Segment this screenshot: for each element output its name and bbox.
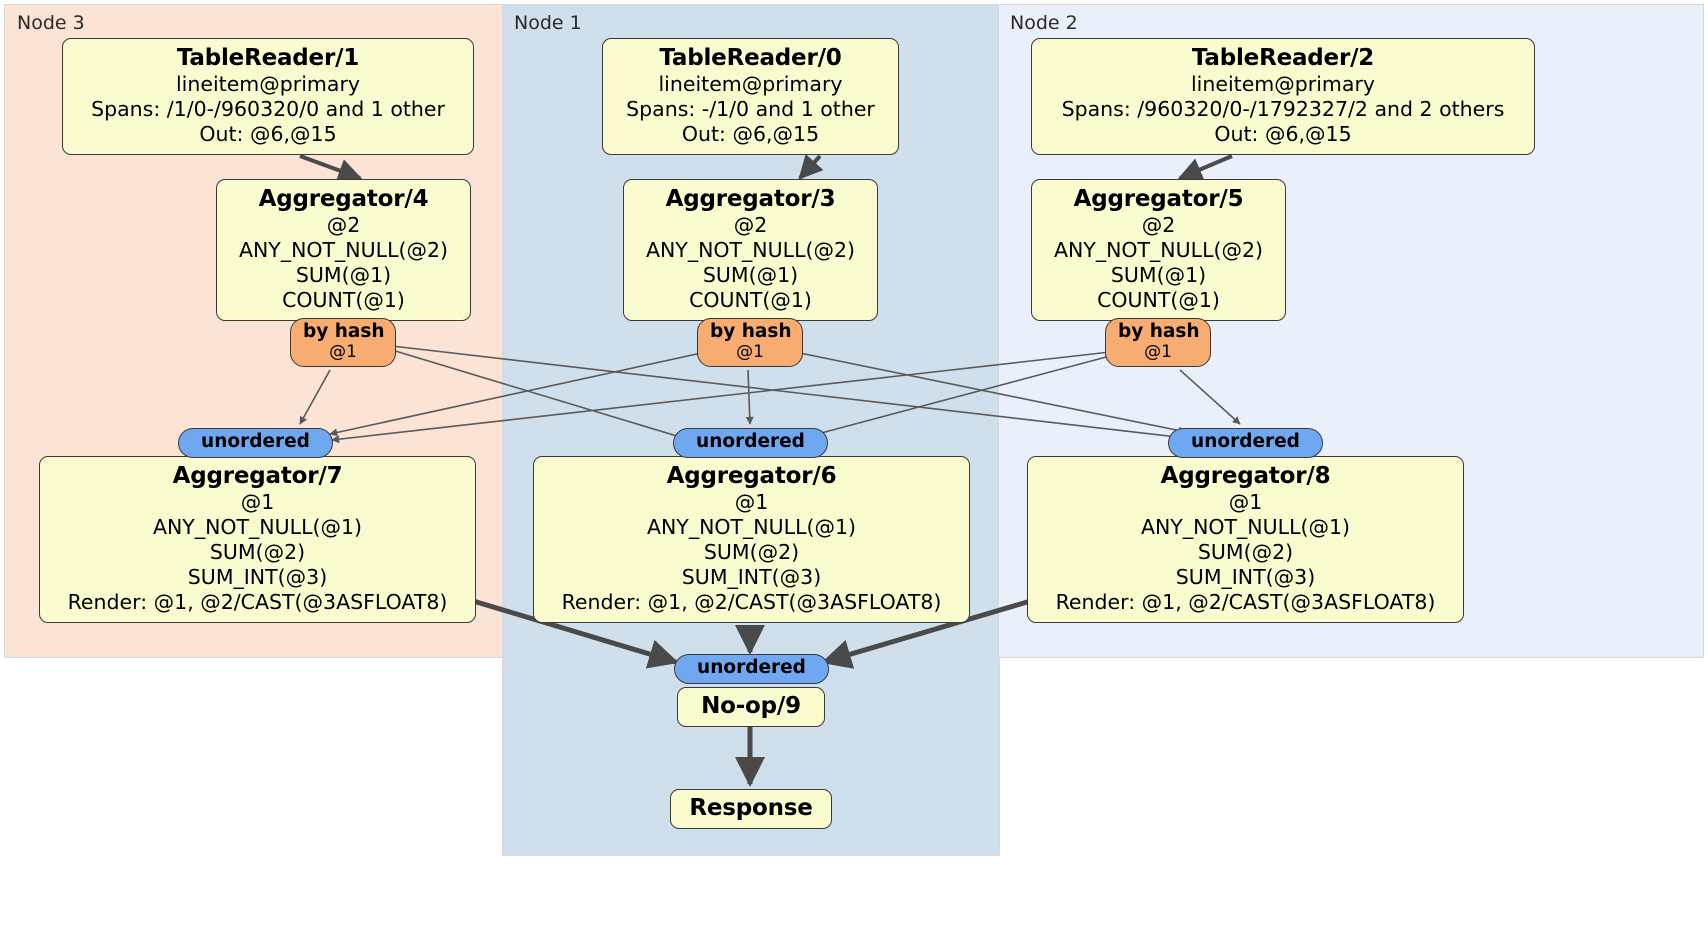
processor-aggregator-3[interactable]: Aggregator/3 @2 ANY_NOT_NULL(@2) SUM(@1)… <box>623 179 878 322</box>
processor-title: TableReader/1 <box>176 45 360 71</box>
router-columns: @1 <box>736 341 764 362</box>
hash-router-mid[interactable]: by hash @1 <box>697 318 803 367</box>
processor-line: @2 <box>733 213 768 238</box>
processor-title: TableReader/2 <box>1191 45 1375 71</box>
processor-line: COUNT(@1) <box>689 288 812 313</box>
hash-router-right[interactable]: by hash @1 <box>1105 318 1211 367</box>
processor-aggregator-8[interactable]: Aggregator/8 @1 ANY_NOT_NULL(@1) SUM(@2)… <box>1027 456 1464 624</box>
processor-line: lineitem@primary <box>1190 72 1376 97</box>
processor-line: Spans: -/1/0 and 1 other <box>626 97 875 122</box>
synchronizer-label: unordered <box>201 431 310 452</box>
processor-line: SUM(@1) <box>1110 263 1207 288</box>
processor-line: SUM_INT(@3) <box>1175 565 1316 590</box>
processor-line: @2 <box>1141 213 1176 238</box>
processor-line: ANY_NOT_NULL(@2) <box>238 238 449 263</box>
processor-line: ANY_NOT_NULL(@1) <box>152 515 363 540</box>
router-columns: @1 <box>1144 341 1172 362</box>
processor-line: SUM(@2) <box>1197 540 1294 565</box>
processor-line: Spans: /1/0-/960320/0 and 1 other <box>91 97 445 122</box>
node-region-label-node2: Node 2 <box>1010 12 1078 34</box>
processor-title: Aggregator/3 <box>665 186 836 212</box>
processor-title: Aggregator/7 <box>172 463 343 489</box>
processor-line: Render: @1, @2/CAST(@3ASFLOAT8) <box>67 590 448 615</box>
processor-aggregator-7[interactable]: Aggregator/7 @1 ANY_NOT_NULL(@1) SUM(@2)… <box>39 456 476 624</box>
processor-line: ANY_NOT_NULL(@1) <box>646 515 857 540</box>
processor-line: lineitem@primary <box>658 72 843 97</box>
processor-line: Out: @6,@15 <box>681 122 820 147</box>
processor-line: SUM(@1) <box>295 263 392 288</box>
node-region-label-node1: Node 1 <box>514 12 582 34</box>
processor-title: TableReader/0 <box>659 45 842 71</box>
processor-line: SUM(@1) <box>702 263 799 288</box>
processor-line: Spans: /960320/0-/1792327/2 and 2 others <box>1061 97 1505 122</box>
synchronizer-mid[interactable]: unordered <box>673 428 828 458</box>
processor-line: SUM(@2) <box>209 540 306 565</box>
node-region-label-node3: Node 3 <box>17 12 85 34</box>
processor-aggregator-4[interactable]: Aggregator/4 @2 ANY_NOT_NULL(@2) SUM(@1)… <box>216 179 471 322</box>
processor-table-reader-2[interactable]: TableReader/2 lineitem@primary Spans: /9… <box>1031 38 1535 156</box>
processor-title: Response <box>689 795 813 821</box>
processor-line: Render: @1, @2/CAST(@3ASFLOAT8) <box>561 590 942 615</box>
processor-aggregator-6[interactable]: Aggregator/6 @1 ANY_NOT_NULL(@1) SUM(@2)… <box>533 456 970 624</box>
processor-aggregator-5[interactable]: Aggregator/5 @2 ANY_NOT_NULL(@2) SUM(@1)… <box>1031 179 1286 322</box>
synchronizer-left[interactable]: unordered <box>178 428 333 458</box>
processor-line: COUNT(@1) <box>1097 288 1220 313</box>
processor-line: @2 <box>326 213 361 238</box>
processor-title: Aggregator/5 <box>1073 186 1244 212</box>
processor-title: Aggregator/4 <box>258 186 429 212</box>
router-columns: @1 <box>329 341 357 362</box>
processor-line: Render: @1, @2/CAST(@3ASFLOAT8) <box>1055 590 1436 615</box>
processor-table-reader-0[interactable]: TableReader/0 lineitem@primary Spans: -/… <box>602 38 899 156</box>
synchronizer-label: unordered <box>697 657 806 678</box>
router-title: by hash <box>1118 321 1200 342</box>
processor-noop-9[interactable]: No-op/9 <box>677 687 825 728</box>
processor-line: ANY_NOT_NULL(@1) <box>1140 515 1351 540</box>
processor-line: ANY_NOT_NULL(@2) <box>1053 238 1264 263</box>
processor-line: ANY_NOT_NULL(@2) <box>645 238 856 263</box>
router-title: by hash <box>710 321 792 342</box>
processor-line: @1 <box>240 490 275 515</box>
processor-line: @1 <box>1228 490 1263 515</box>
synchronizer-label: unordered <box>1191 431 1300 452</box>
synchronizer-final[interactable]: unordered <box>674 654 829 684</box>
processor-title: No-op/9 <box>701 693 801 719</box>
processor-line: SUM_INT(@3) <box>187 565 328 590</box>
hash-router-left[interactable]: by hash @1 <box>290 318 396 367</box>
processor-line: COUNT(@1) <box>282 288 405 313</box>
processor-title: Aggregator/6 <box>666 463 837 489</box>
processor-line: lineitem@primary <box>175 72 361 97</box>
processor-response[interactable]: Response <box>670 789 832 830</box>
synchronizer-label: unordered <box>696 431 805 452</box>
processor-line: SUM(@2) <box>703 540 800 565</box>
processor-line: SUM_INT(@3) <box>681 565 822 590</box>
processor-title: Aggregator/8 <box>1160 463 1331 489</box>
processor-table-reader-1[interactable]: TableReader/1 lineitem@primary Spans: /1… <box>62 38 474 156</box>
processor-line: @1 <box>734 490 769 515</box>
processor-line: Out: @6,@15 <box>199 122 337 147</box>
synchronizer-right[interactable]: unordered <box>1168 428 1323 458</box>
processor-line: Out: @6,@15 <box>1214 122 1352 147</box>
router-title: by hash <box>303 321 385 342</box>
